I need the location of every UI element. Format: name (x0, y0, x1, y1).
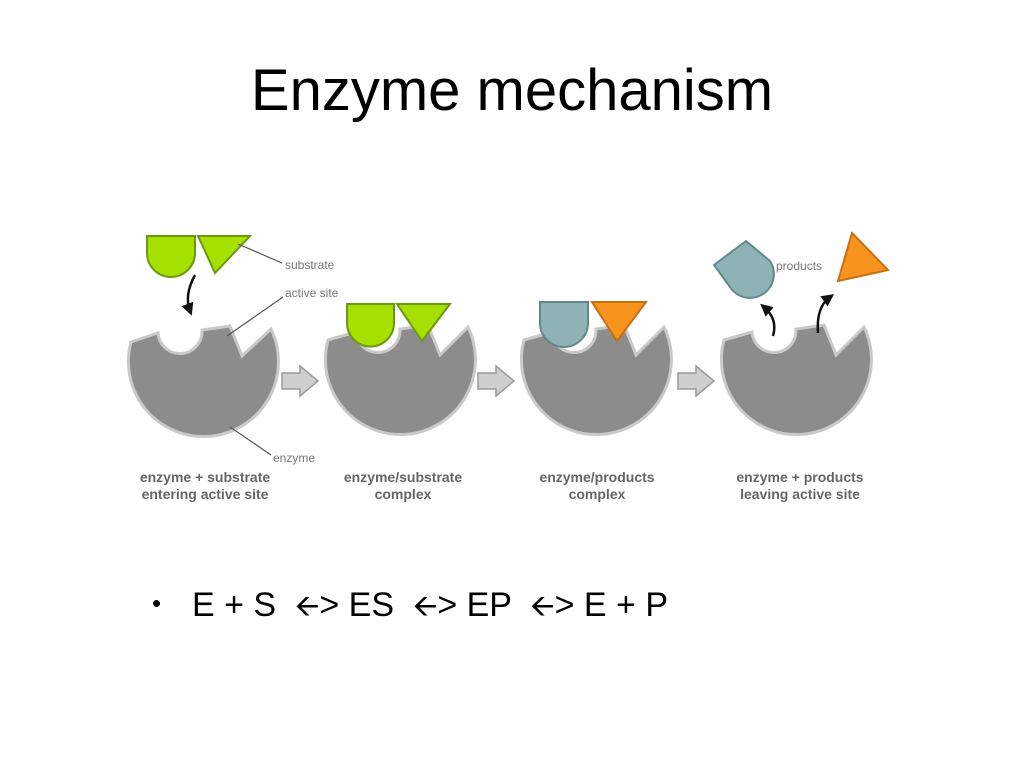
panel-1-substrate (146, 235, 253, 278)
panel-4-label-line1: enzyme + products (736, 469, 863, 485)
panel-2-label-line2: complex (375, 486, 432, 502)
enzyme-callout: enzyme (273, 451, 315, 465)
reversible-arrow-icon: 🡨 (412, 590, 438, 623)
reversible-arrow-icon: 🡨 (530, 590, 555, 623)
product-leaving-arrow-right (816, 294, 835, 334)
panel-3-label-line1: enzyme/products (539, 469, 654, 485)
substrate-callout: substrate (285, 258, 335, 272)
panel-4-label-line2: leaving active site (740, 486, 860, 502)
equation-part-4: > E + P (554, 586, 669, 624)
step-arrow-2 (477, 364, 516, 398)
step-arrow-1 (281, 364, 320, 398)
equation-bullet: •E + S 🡨> ES 🡨> EP 🡨> E + P (152, 584, 668, 635)
active-site-callout: active site (285, 286, 339, 300)
bullet-dot: • (152, 588, 162, 618)
step-arrow-3 (677, 364, 716, 398)
reversible-arrow-icon: 🡨 (295, 590, 320, 623)
enzyme-callout-line (229, 426, 272, 456)
equation-part-1: E + S (192, 586, 295, 624)
panel-4-product-right (836, 231, 890, 283)
panel-1-label-line1: enzyme + substrate (140, 469, 271, 485)
panel-4-product-left (712, 239, 775, 299)
panel-1-enzyme (126, 324, 280, 438)
panel-2-enzyme (323, 323, 477, 436)
panel-3-enzyme (519, 323, 673, 436)
panel-2-label-line1: enzyme/substrate (344, 469, 462, 485)
enzyme-mechanism-diagram: substrate active site enzyme (110, 215, 910, 515)
panel-4-enzyme (719, 323, 873, 436)
active-site-callout-line (226, 296, 284, 337)
panel-3-products (539, 301, 648, 348)
panel-3-label-line2: complex (569, 486, 626, 502)
diagram-canvas: substrate active site enzyme (126, 231, 890, 502)
substrate-entering-arrow (181, 274, 197, 316)
panel-2-substrate (346, 303, 453, 348)
substrate-callout-line (237, 243, 283, 264)
panel-1-label-line2: entering active site (142, 486, 269, 502)
slide-title: Enzyme mechanism (250, 58, 774, 123)
products-callout: products (776, 259, 822, 273)
equation-part-3: > EP (437, 586, 531, 624)
equation-part-2: > ES (319, 586, 413, 624)
product-leaving-arrow-left (760, 303, 776, 337)
